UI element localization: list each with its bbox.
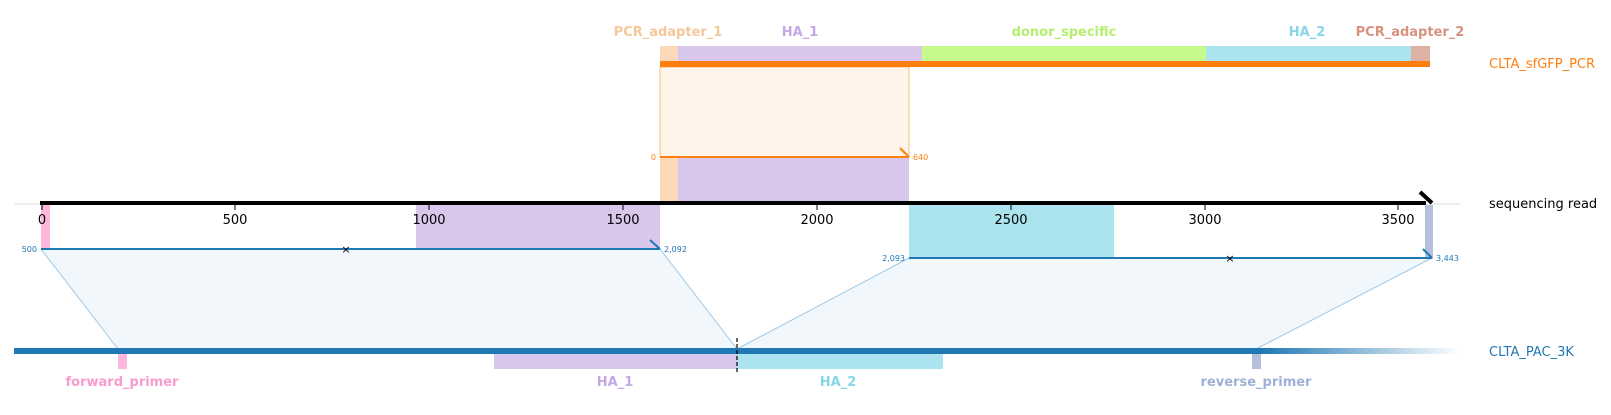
ha-2-label-bottom: HA_2 (820, 375, 857, 390)
amplicon-reference-line (660, 61, 1430, 67)
reverse-primer-on-read (1425, 205, 1433, 259)
amplicon-alignment-end-label: 640 (913, 153, 928, 162)
ha-2-label-top: HA_2 (1289, 25, 1326, 40)
mismatch-x-icon: × (1225, 252, 1234, 265)
amplicon-track-label: CLTA_sfGFP_PCR (1489, 57, 1595, 72)
ha-1-on-read (416, 205, 660, 250)
forward-primer-bar (118, 354, 127, 369)
genome-reference-fade (1260, 348, 1460, 354)
genome-alignment-2-connector (736, 257, 910, 350)
pcr-adapter-1-label: PCR_adapter_1 (614, 25, 723, 40)
pcr-adapter-2-bar (1411, 46, 1430, 64)
tick-label: 3000 (1188, 213, 1221, 228)
genome-alignment-2-end-label: 3,443 (1436, 254, 1459, 263)
genome-alignment-2-connector (1255, 257, 1433, 350)
ha-1-overlay-on-read (678, 158, 909, 204)
ha-2-bar-top (1206, 46, 1411, 64)
genome-alignment-2-start-label: 2,093 (882, 254, 905, 263)
tick-label: 1000 (412, 213, 445, 228)
genome-alignment-1-end-tick (649, 239, 661, 250)
ha-2-bar-bottom (737, 354, 943, 369)
reverse-primer-label: reverse_primer (1201, 375, 1313, 390)
forward-primer-label: forward_primer (66, 375, 180, 390)
donor-specific-label: donor_specific (1012, 25, 1117, 40)
donor-specific-bar (922, 46, 1206, 64)
read-track-label: sequencing read (1489, 197, 1597, 212)
amplicon-alignment-shade (659, 66, 910, 158)
tick-label: 2500 (994, 213, 1027, 228)
ha-2-on-read (909, 205, 1114, 259)
amplicon-alignment-end-tick (899, 147, 910, 158)
read-axis-arrowhead (1418, 190, 1434, 205)
genome-reference-line (14, 348, 1260, 354)
genome-alignment-2-shade (737, 258, 1432, 349)
genome-alignment-1-connector (659, 248, 738, 350)
tick-label: 500 (223, 213, 248, 228)
genome-alignment-1-connector (40, 248, 119, 350)
genome-alignment-1-shade (41, 249, 737, 349)
ha-1-label-bottom: HA_1 (597, 375, 634, 390)
pcr-adapter-2-label: PCR_adapter_2 (1356, 25, 1465, 40)
ha-1-bar-bottom (494, 354, 737, 369)
tick-label: 2000 (800, 213, 833, 228)
tick-label: 0 (38, 213, 46, 228)
amplicon-alignment-start-label: 0 (651, 153, 656, 162)
ha-1-bar-top (678, 46, 922, 64)
pcr-adapter-1-overlay (660, 158, 678, 204)
genome-track-label: CLTA_PAC_3K (1489, 345, 1574, 360)
mismatch-x-icon: × (341, 243, 350, 256)
genome-alignment-1-start-label: 500 (22, 245, 37, 254)
forward-primer-on-read (41, 205, 50, 250)
tick-label: 3500 (1381, 213, 1414, 228)
amplicon-feature-labels: PCR_adapter_1 HA_1 donor_specific HA_2 P… (614, 25, 1465, 40)
genome-alignment-1-end-label: 2,092 (664, 245, 687, 254)
amplicon-feature-bars (660, 46, 1430, 64)
read-axis-ticks: 0 500 1000 1500 2000 2500 3000 3500 (38, 205, 1415, 228)
ha-1-label-top: HA_1 (782, 25, 819, 40)
pcr-adapter-1-bar (660, 46, 678, 64)
genome-alignment-2-end-tick (1422, 248, 1433, 259)
tick-label: 1500 (606, 213, 639, 228)
reverse-primer-bar (1252, 354, 1261, 369)
